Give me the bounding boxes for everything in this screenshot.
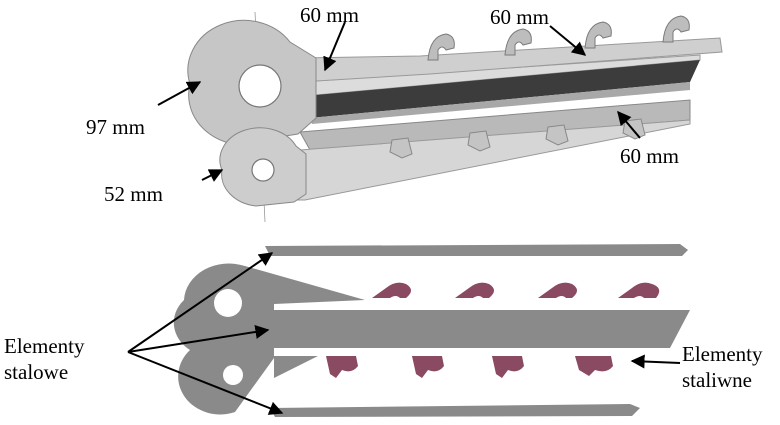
exploded-view (127, 244, 690, 417)
3d-render-view (157, 11, 723, 223)
center-bar-edge (310, 82, 690, 124)
label-dim-bottom-right: 60 mm (620, 144, 679, 168)
label-cast-line2: staliwne (682, 368, 752, 392)
bottom-rail (270, 404, 640, 417)
upper-teeth (427, 15, 690, 61)
steel-lower-wedge (274, 356, 318, 378)
head-hole-small (223, 365, 243, 385)
label-dim-eye-small: 52 mm (104, 182, 163, 206)
dim-arrow-bottom-right (617, 110, 641, 139)
center-bar-dark (305, 60, 700, 118)
dim-arrow-top-upper (323, 21, 346, 72)
label-dim-top-right: 60 mm (490, 5, 549, 29)
steel-center-bar (274, 310, 690, 348)
head-hole-large (214, 289, 242, 317)
top-rail (265, 244, 688, 256)
cast-teeth-top (372, 282, 660, 298)
dim-arrow-eye-large (157, 81, 202, 106)
leader-steel-center (127, 325, 270, 353)
label-steel-line2: stalowe (4, 360, 69, 384)
leader-cast (630, 354, 681, 369)
label-dim-top-upper: 60 mm (300, 3, 359, 27)
cast-teeth-bottom (326, 356, 613, 378)
label-dim-eye-large: 97 mm (86, 115, 145, 139)
label-cast-line1: Elementy (682, 342, 763, 366)
dim-arrow-eye-small (201, 169, 224, 182)
dim-arrow-top-right (549, 25, 587, 56)
label-steel-line1: Elementy (4, 334, 85, 358)
leader-steel-top-rail (127, 252, 274, 353)
leader-steel-bottom-rail (127, 351, 284, 415)
large-eye-hole (238, 64, 282, 108)
small-eye-hole (251, 158, 275, 182)
